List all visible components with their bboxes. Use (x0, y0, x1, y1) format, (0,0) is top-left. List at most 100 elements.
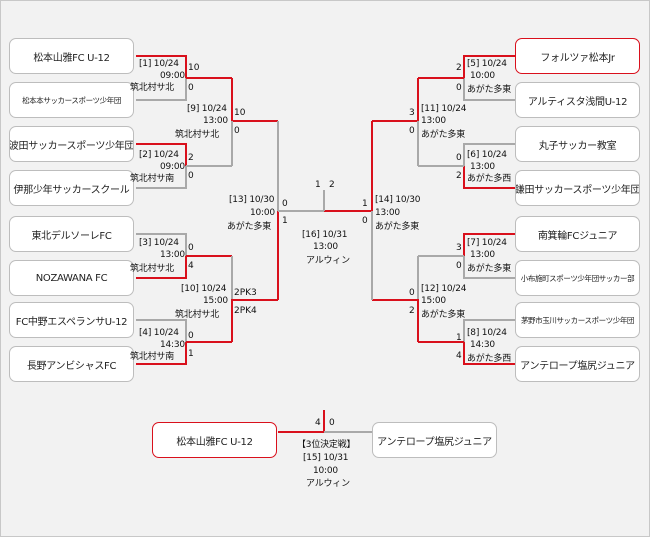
team-l7: FC中野エスペランサU-12 (9, 302, 134, 338)
team-r6: 小布施町スポーツ少年団サッカー部 (515, 260, 640, 296)
match-m13-id: [13] 10/30 (229, 195, 275, 205)
team-third-2: アンテロープ塩尻ジュニア (372, 422, 497, 458)
match-m2-time: 09:00 (160, 162, 185, 172)
match-m7-venue: あがた多東 (467, 264, 512, 274)
match-m2-id: [2] 10/24 (139, 150, 179, 160)
match-m11-id: [11] 10/24 (421, 104, 467, 114)
team-third-1: 松本山雅FC U-12 (152, 422, 277, 458)
match-m14-id: [14] 10/30 (375, 195, 421, 205)
line-m4-l8 (136, 342, 187, 365)
score-m1-a: 10 (188, 63, 200, 73)
match-m8-time: 14:30 (470, 340, 495, 350)
score-m2-a: 2 (188, 153, 194, 163)
score-m13-a: 0 (282, 199, 288, 209)
team-r5: 南箕輪FCジュニア (515, 216, 640, 252)
team-r1: フォルツァ松本Jr (515, 38, 640, 74)
match-m16-time: 13:00 (313, 242, 338, 252)
match-m15-title: 【3位決定戦】 (297, 440, 356, 450)
match-m5-id: [5] 10/24 (467, 59, 507, 69)
score-m14-a: 1 (362, 199, 368, 209)
match-m6-time: 13:00 (470, 162, 495, 172)
match-m1-id: [1] 10/24 (139, 59, 179, 69)
team-l8: 長野アンビシャスFC (9, 346, 134, 382)
line-m10-b (231, 299, 278, 342)
match-m1-time: 09:00 (160, 71, 185, 81)
match-m11-time: 13:00 (421, 116, 446, 126)
score-m4-a: 0 (188, 331, 194, 341)
match-m3-venue: 筑北村サ北 (130, 264, 175, 274)
match-m15-venue: アルウィン (306, 479, 350, 489)
score-m1-b: 0 (188, 83, 194, 93)
line-m2-l4 (136, 166, 187, 189)
line-m3-l5 (136, 233, 187, 256)
score-m3-b: 4 (188, 261, 194, 271)
line-m3-l6 (136, 256, 187, 279)
score-m8-a: 1 (456, 333, 462, 343)
score-m16-b: 2 (329, 180, 335, 190)
score-m5-a: 2 (456, 63, 462, 73)
match-m5-venue: あがた多東 (467, 85, 512, 95)
score-m12-b: 2 (409, 306, 415, 316)
score-m11-a: 3 (409, 108, 415, 118)
team-r2: アルティスタ浅間U-12 (515, 82, 640, 118)
match-m2-venue: 筑北村サ南 (130, 174, 175, 184)
score-m6-a: 0 (456, 153, 462, 163)
score-m8-b: 4 (456, 351, 462, 361)
score-m15-b: 0 (329, 418, 335, 428)
line-m7-r5 (463, 233, 515, 256)
match-m10-venue: 筑北村サ北 (175, 310, 220, 320)
match-m6-id: [6] 10/24 (467, 150, 507, 160)
match-m12-id: [12] 10/24 (421, 284, 467, 294)
match-m3-id: [3] 10/24 (139, 238, 179, 248)
match-m15-time: 10:00 (313, 466, 338, 476)
score-m14-b: 0 (362, 216, 368, 226)
match-m12-time: 15:00 (421, 296, 446, 306)
match-m8-venue: あがた多西 (467, 354, 512, 364)
match-m16-venue: アルウィン (306, 256, 350, 266)
match-m9-id: [9] 10/24 (187, 104, 227, 114)
match-m13-venue: あがた多東 (227, 222, 272, 232)
score-m10-b: 2PK4 (234, 306, 257, 316)
line-m8-r7 (463, 319, 515, 342)
match-m3-time: 13:00 (160, 250, 185, 260)
score-m7-b: 0 (456, 261, 462, 271)
match-m13-time: 10:00 (250, 208, 275, 218)
match-m4-venue: 筑北村サ南 (130, 352, 175, 362)
score-m2-b: 0 (188, 171, 194, 181)
score-m13-b: 1 (282, 216, 288, 226)
match-m12-venue: あがた多東 (421, 310, 466, 320)
line-m2-l3 (136, 143, 187, 166)
score-m3-a: 0 (188, 243, 194, 253)
score-m7-a: 3 (456, 243, 462, 253)
team-l1: 松本山雅FC U-12 (9, 38, 134, 74)
match-m10-id: [10] 10/24 (181, 284, 227, 294)
match-m6-venue: あがた多西 (467, 174, 512, 184)
team-l4: 伊那少年サッカースクール (9, 170, 134, 206)
match-m9-venue: 筑北村サ北 (175, 130, 220, 140)
match-m4-id: [4] 10/24 (139, 328, 179, 338)
match-m14-venue: あがた多東 (375, 222, 420, 232)
score-m12-a: 0 (409, 288, 415, 298)
score-m16-a: 1 (315, 180, 321, 190)
score-m4-b: 1 (188, 349, 194, 359)
match-m5-time: 10:00 (470, 71, 495, 81)
team-r4: 鎌田サッカースポーツ少年団 (515, 170, 640, 206)
team-l2: 松本本サッカースポーツ少年団 (9, 82, 134, 118)
line-m7-r6 (463, 256, 515, 279)
match-m8-id: [8] 10/24 (467, 328, 507, 338)
score-m11-b: 0 (409, 126, 415, 136)
team-l3: 波田サッカースポーツ少年団 (9, 126, 134, 162)
line-m1-l1 (136, 55, 187, 78)
match-m9-time: 13:00 (203, 116, 228, 126)
team-r7: 茅野市玉川サッカースポーツ少年団 (515, 302, 640, 338)
score-m15-a: 4 (315, 418, 321, 428)
match-m11-venue: あがた多東 (421, 130, 466, 140)
match-m7-time: 13:00 (470, 250, 495, 260)
line-m8-r8 (463, 342, 515, 365)
line-m12-b (372, 299, 419, 342)
line-m5-r2 (463, 78, 515, 101)
match-m14-time: 13:00 (375, 208, 400, 218)
score-m9-b: 0 (234, 126, 240, 136)
match-m10-time: 15:00 (203, 296, 228, 306)
